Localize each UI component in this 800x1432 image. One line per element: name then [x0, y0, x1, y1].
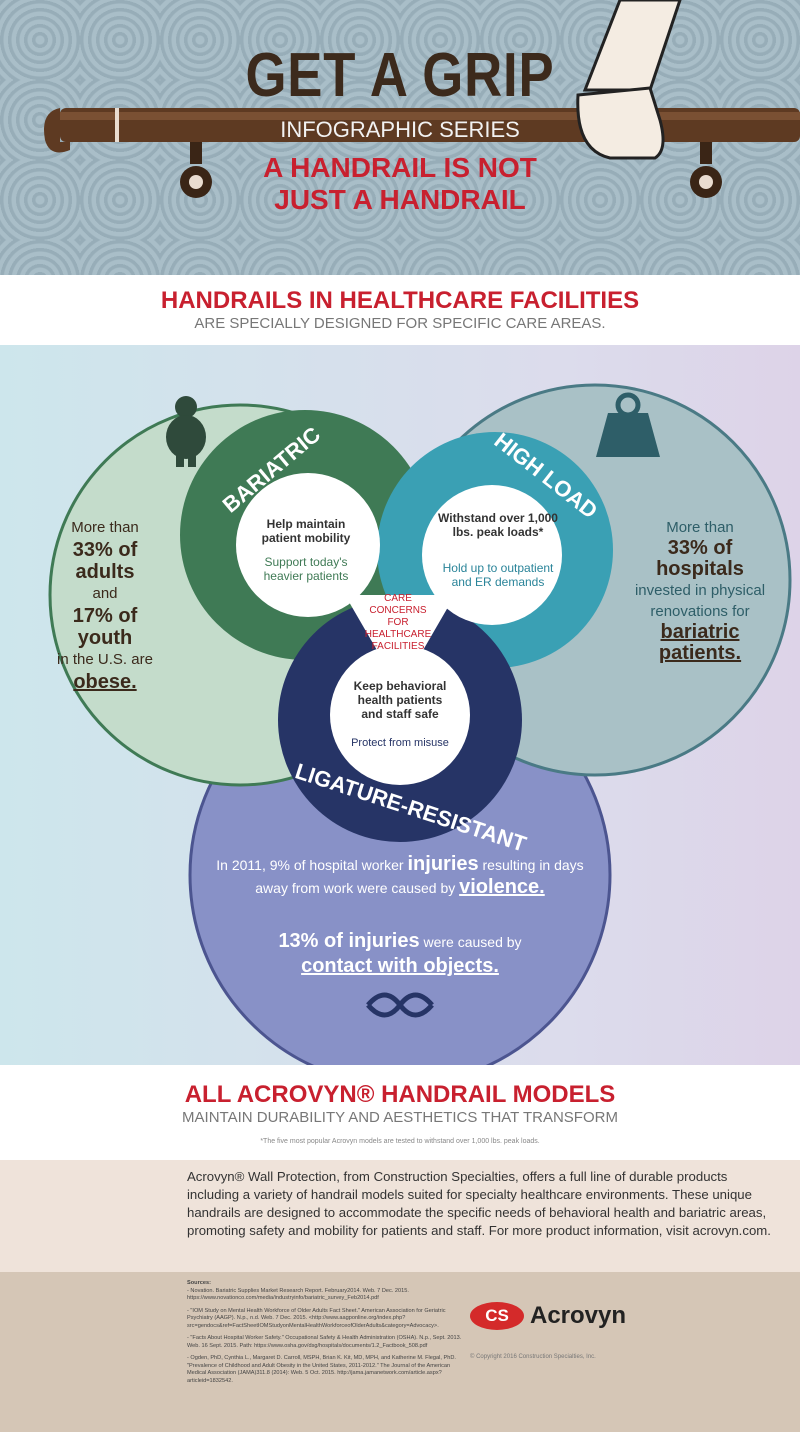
stat-text: were caused by: [423, 934, 522, 950]
stat-injuries: injuries: [407, 853, 479, 875]
highload-point-1: Withstand over 1,000 lbs. peak loads*: [438, 511, 558, 539]
venn-shapes: [48, 383, 792, 1065]
header-banner: GET A GRIP INFOGRAPHIC SERIES A HANDRAIL…: [0, 0, 800, 275]
sources-list: Sources: - Novation. Bariatric Supplies …: [187, 1280, 467, 1390]
source-item: - "Facts About Hospital Worker Safety." …: [187, 1335, 462, 1349]
handrail-illustration: [44, 0, 800, 198]
stat-13: 13% of injuries: [278, 930, 420, 952]
weight-icon: [596, 392, 660, 457]
stat-text: in the U.S. are: [57, 651, 153, 668]
source-item: - "IOM Study on Mental Health Workforce …: [187, 1307, 446, 1329]
subtitle-line-2: JUST A HANDRAIL: [274, 184, 526, 215]
bariatric-stat: More than 33% of adults and 17% of youth…: [45, 517, 165, 693]
source-item: - Ogden, PhD, Cynthia L., Margaret D. Ca…: [187, 1355, 456, 1384]
stat-text: and: [92, 585, 118, 602]
stat-obese: obese.: [73, 671, 137, 693]
source-item: - Novation. Bariatric Supplies Market Re…: [187, 1287, 409, 1302]
stat-bariatric: bariatric patients.: [658, 621, 742, 664]
ligature-point-1: Keep behavioral health patients and staf…: [353, 679, 447, 721]
stat-hospitals: 33% of hospitals: [656, 537, 744, 580]
about-section: Acrovyn® Wall Protection, from Construct…: [0, 1160, 800, 1272]
highload-point-2: Hold up to outpatient and ER demands: [442, 561, 554, 589]
acrovyn-logo: Acrovyn: [530, 1302, 627, 1329]
person-icon: [166, 396, 206, 467]
bariatric-point-2: Support today's heavier patients: [263, 555, 349, 583]
venn-diagram: BARIATRIC HIGH LOAD LIGATURE-RESISTANT H…: [0, 345, 800, 1065]
copyright: © Copyright 2016 Construction Specialtie…: [470, 1354, 596, 1360]
cs-logo: CS: [470, 1302, 524, 1330]
sources-section: Sources: - Novation. Bariatric Supplies …: [0, 1272, 800, 1432]
section-heading-1: HANDRAILS IN HEALTHCARE FACILITIES ARE S…: [0, 275, 800, 345]
stat-text: invested in physical renovations for: [634, 582, 766, 620]
stat-text: resulting in days away from work were ca…: [255, 857, 584, 896]
stat-violence: violence.: [459, 876, 545, 898]
ligature-stat-1: In 2011, 9% of hospital worker injuries …: [215, 853, 585, 899]
subtitle-line-1: A HANDRAIL IS NOT: [263, 152, 537, 183]
stat-adults: 33% of adults: [72, 539, 138, 583]
footnote: *The five most popular Acrovyn models ar…: [260, 1138, 540, 1145]
center-label: CARE CONCERNS FOR HEALTHCARE FACILITIES: [364, 593, 432, 652]
hand-icon: [576, 86, 665, 160]
about-text: Acrovyn® Wall Protection, from Construct…: [187, 1169, 771, 1238]
heading: HANDRAILS IN HEALTHCARE FACILITIES: [160, 287, 640, 314]
section-heading-2: ALL ACROVYN® HANDRAIL MODELS MAINTAIN DU…: [0, 1065, 800, 1160]
knot-icon: [366, 992, 434, 1018]
stat-contact: contact with objects.: [301, 955, 499, 977]
ligature-point-2: Protect from misuse: [351, 737, 449, 749]
stat-text: More than: [666, 519, 734, 536]
subheading: MAINTAIN DURABILITY AND AESTHETICS THAT …: [182, 1109, 618, 1126]
stat-text: In 2011, 9% of hospital worker: [216, 857, 404, 873]
ligature-stat-2: 13% of injuries were caused by contact wi…: [250, 929, 550, 979]
subheading: ARE SPECIALLY DESIGNED FOR SPECIFIC CARE…: [194, 315, 606, 332]
highload-stat: More than 33% of hospitals invested in p…: [625, 517, 775, 664]
bariatric-point-1: Help maintain patient mobility: [261, 517, 351, 545]
main-title: GET A GRIP: [245, 41, 555, 110]
stat-youth: 17% of youth: [72, 605, 138, 649]
heading: ALL ACROVYN® HANDRAIL MODELS: [184, 1081, 616, 1108]
stat-text: More than: [71, 519, 139, 536]
sources-heading: Sources:: [187, 1280, 211, 1286]
series-label: INFOGRAPHIC SERIES: [280, 117, 520, 142]
